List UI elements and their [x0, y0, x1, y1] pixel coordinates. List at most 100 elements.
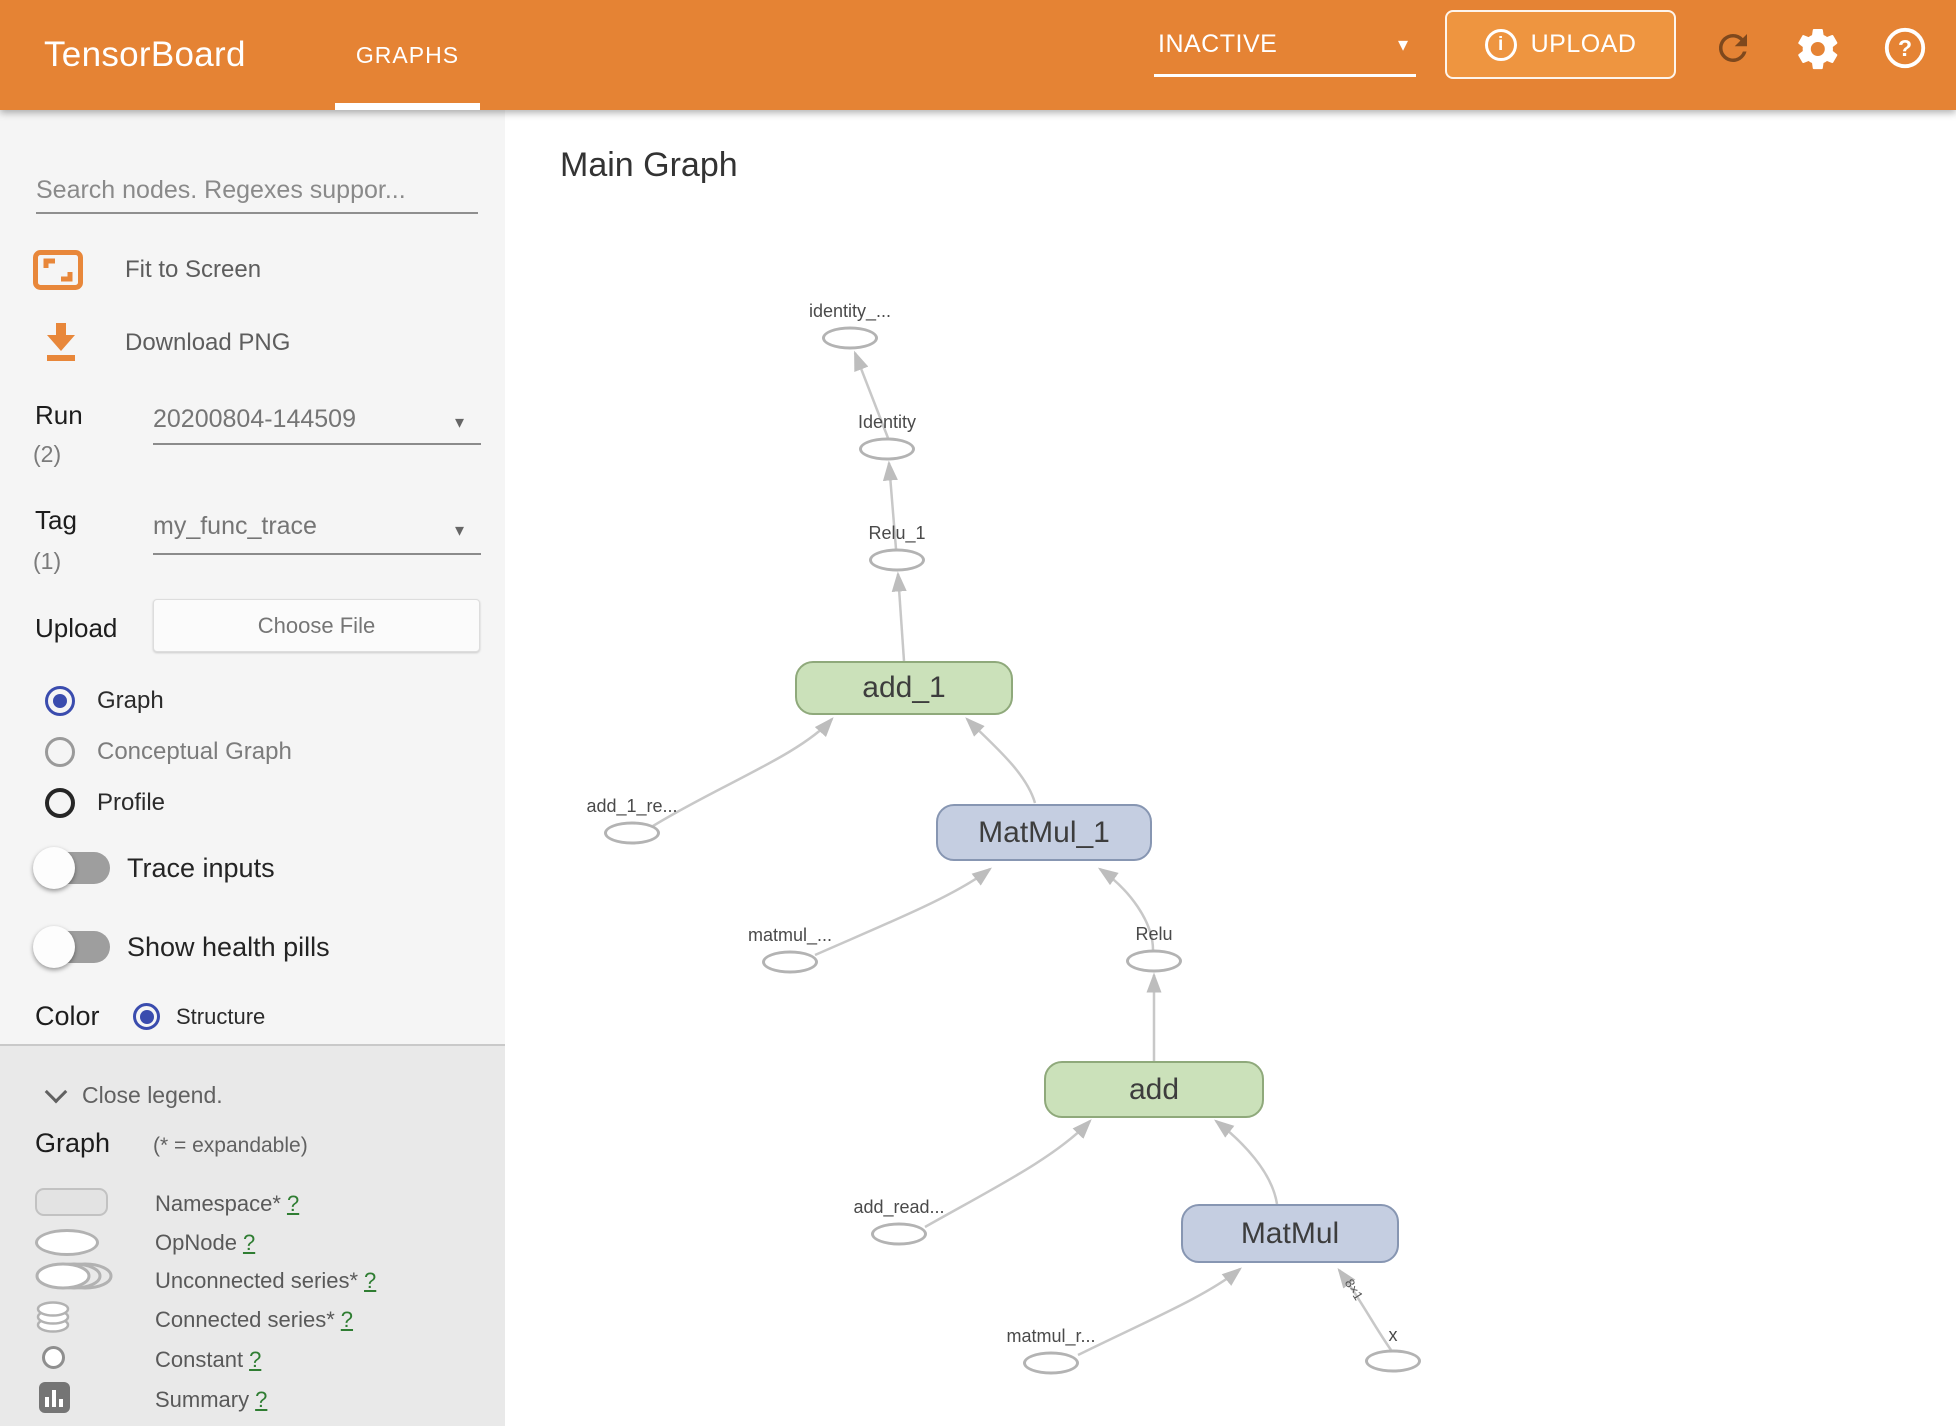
graph-node-label: matmul_r...	[1006, 1326, 1096, 1346]
trace-inputs-label: Trace inputs	[127, 853, 275, 883]
graph-node-matmul[interactable]: MatMul	[1181, 1204, 1399, 1263]
help-link[interactable]: ?	[340, 1307, 354, 1332]
tab-graphs[interactable]: GRAPHS	[355, 41, 460, 68]
radio-profile[interactable]: Profile	[45, 788, 165, 818]
help-link[interactable]: ?	[255, 1387, 268, 1412]
unconnected-series-icon	[35, 1262, 113, 1290]
run-label: Run	[35, 400, 83, 430]
tag-dropdown-underline	[153, 553, 481, 555]
upload-button-label: UPLOAD	[1530, 30, 1637, 58]
radio-unselected-icon	[45, 788, 75, 818]
trace-inputs-toggle[interactable]	[33, 847, 110, 889]
refresh-icon[interactable]	[1712, 27, 1754, 69]
graph-node-matmul-series[interactable]	[762, 950, 818, 974]
tag-count: (1)	[33, 548, 62, 574]
graph-edge	[1214, 1119, 1279, 1205]
sidebar: Fit to Screen Download PNG Run (2) 20200…	[0, 110, 505, 1426]
graph-edge	[853, 350, 890, 439]
app-logo[interactable]: TensorBoard	[44, 35, 246, 74]
fit-to-screen-button[interactable]: Fit to Screen	[125, 256, 262, 283]
status-dropdown[interactable]: INACTIVE ▾	[1154, 0, 1416, 110]
run-count: (2)	[33, 441, 62, 467]
legend-item-constant: Constant?	[155, 1347, 262, 1372]
graph-edge	[814, 867, 992, 957]
toggle-thumb	[33, 847, 75, 889]
page-title: Main Graph	[560, 146, 738, 184]
legend-item-opnode: OpNode?	[155, 1230, 256, 1255]
graph-node-label: Relu	[1135, 924, 1173, 944]
download-png-button[interactable]: Download PNG	[125, 329, 291, 356]
info-icon: i	[1484, 28, 1517, 61]
status-dropdown-value: INACTIVE	[1158, 30, 1278, 58]
graph-node-add-1[interactable]: add_1	[795, 661, 1013, 715]
graph-edge	[882, 460, 898, 550]
chevron-down-icon: ▾	[1397, 34, 1408, 56]
download-png-icon[interactable]	[43, 321, 79, 363]
graph-node-add[interactable]: add	[1044, 1061, 1264, 1118]
graph-node-add-1-read[interactable]	[604, 821, 660, 845]
tag-dropdown[interactable]: my_func_trace	[153, 512, 317, 540]
show-health-pills-toggle[interactable]	[33, 926, 110, 968]
choose-file-button[interactable]: Choose File	[153, 599, 480, 652]
chevron-down-icon[interactable]: ▾	[455, 412, 465, 432]
upload-label: Upload	[35, 613, 118, 643]
tab-active-indicator	[335, 103, 480, 110]
graph-node-add-read[interactable]	[871, 1222, 927, 1246]
legend-item-unconnected-series: Unconnected series*?	[155, 1268, 377, 1293]
radio-color-structure[interactable]: Structure	[133, 1003, 265, 1030]
legend-heading-note: (* = expandable)	[153, 1134, 308, 1157]
graph-node-label: identity_...	[808, 301, 892, 321]
radio-selected-icon	[133, 1003, 160, 1030]
run-dropdown-underline	[153, 443, 481, 445]
graph-edge	[965, 717, 1037, 804]
graph-node-identity-series[interactable]	[822, 326, 878, 350]
graph-node-relu-1[interactable]	[869, 548, 925, 572]
graph-node-x[interactable]	[1365, 1349, 1421, 1373]
chevron-down-icon[interactable]: ▾	[455, 520, 465, 540]
opnode-icon	[35, 1229, 99, 1256]
graph-node-relu[interactable]	[1126, 949, 1182, 973]
help-link[interactable]: ?	[286, 1191, 300, 1216]
gear-icon[interactable]	[1794, 25, 1842, 73]
color-structure-label: Structure	[176, 1003, 266, 1029]
color-by-label: Color	[35, 1001, 100, 1031]
upload-button[interactable]: i UPLOAD	[1445, 10, 1676, 79]
summary-icon	[39, 1382, 70, 1413]
help-icon[interactable]: ?	[1882, 25, 1928, 71]
graph-pane: Main Graph ide	[505, 110, 1956, 1426]
legend-item-summary: Summary?	[155, 1387, 268, 1412]
help-link[interactable]: ?	[249, 1347, 262, 1372]
graph-node-label: add_read...	[853, 1197, 945, 1217]
toggle-thumb	[33, 926, 75, 968]
close-legend-button[interactable]: Close legend.	[82, 1082, 223, 1108]
legend-heading: Graph	[35, 1128, 111, 1158]
radio-selected-icon	[45, 686, 75, 716]
radio-conceptual-graph[interactable]: Conceptual Graph	[45, 737, 292, 767]
legend-item-namespace: Namespace*?	[155, 1191, 300, 1216]
connected-series-icon	[36, 1301, 70, 1333]
help-link[interactable]: ?	[364, 1268, 377, 1293]
graph-edges	[652, 350, 1393, 1357]
search-input[interactable]	[36, 168, 478, 214]
graph-node-label: add_1_re...	[586, 796, 678, 816]
graph-edge	[924, 1119, 1092, 1229]
graph-node-identity[interactable]	[859, 437, 915, 461]
help-link[interactable]: ?	[242, 1230, 256, 1255]
legend-divider	[0, 1044, 505, 1046]
svg-text:?: ?	[1898, 35, 1912, 61]
run-dropdown[interactable]: 20200804-144509	[153, 405, 356, 433]
legend-item-connected-series: Connected series*?	[155, 1307, 354, 1332]
graph-node-matmul-1[interactable]: MatMul_1	[936, 804, 1152, 861]
app-header: TensorBoard GRAPHS INACTIVE ▾ i UPLOAD ?	[0, 0, 1956, 110]
radio-profile-label: Profile	[97, 789, 166, 816]
graph-node-matmul-read[interactable]	[1023, 1351, 1079, 1375]
radio-graph[interactable]: Graph	[45, 686, 164, 716]
status-dropdown-underline	[1154, 74, 1416, 77]
graph-edge	[1337, 1267, 1393, 1351]
show-health-pills-label: Show health pills	[127, 932, 330, 962]
graph-edge	[1097, 867, 1155, 951]
radio-graph-label: Graph	[97, 687, 164, 714]
graph-edge	[1077, 1267, 1242, 1357]
fit-to-screen-icon[interactable]	[33, 250, 83, 290]
